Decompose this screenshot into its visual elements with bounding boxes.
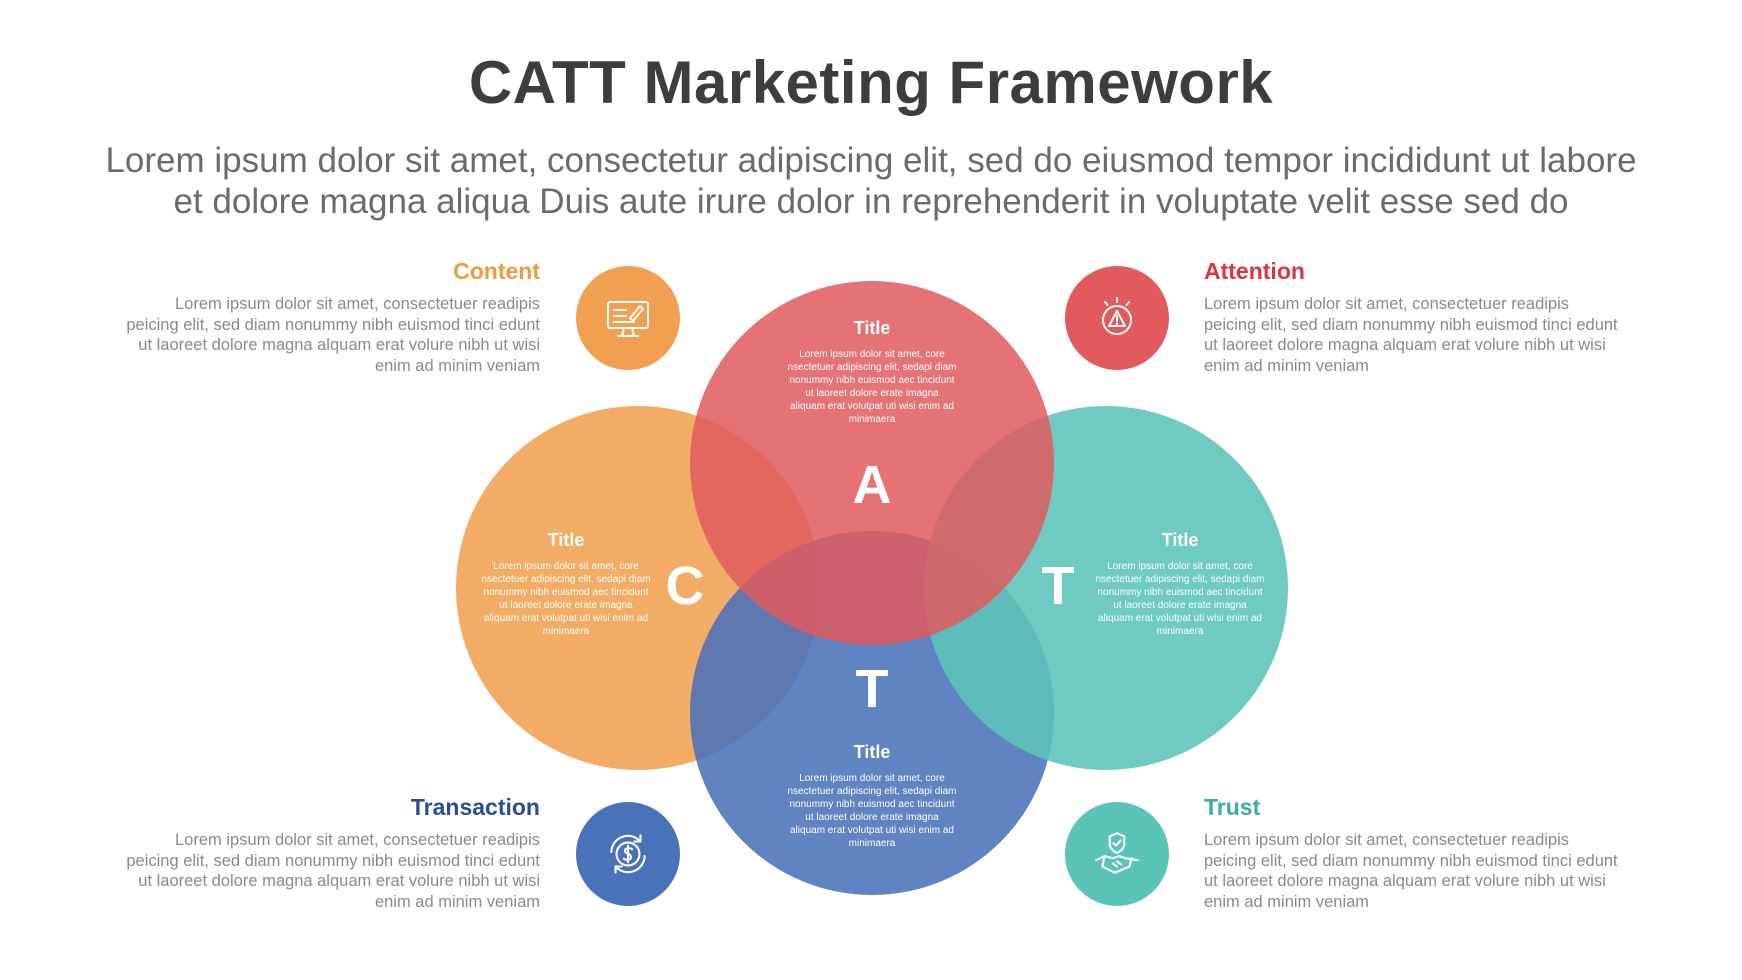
handshake-shield-icon bbox=[1095, 832, 1139, 874]
venn-transaction-letter: T bbox=[855, 659, 889, 719]
transaction-description: Lorem ipsum dolor sit amet, consectetuer… bbox=[126, 831, 540, 911]
computer-design-icon bbox=[607, 301, 649, 337]
venn-attention-text: Lorem ipsum dolor sit amet, core nsectet… bbox=[787, 349, 957, 425]
content-icon-badge bbox=[576, 266, 680, 370]
subtitle-line: et dolore magna aliqua Duis aute irure d… bbox=[173, 182, 1569, 221]
trust-description: Lorem ipsum dolor sit amet, consectetuer… bbox=[1204, 831, 1618, 911]
venn-transaction-text: Lorem ipsum dolor sit amet, core nsectet… bbox=[787, 773, 957, 849]
transaction-icon-badge bbox=[576, 802, 680, 906]
venn-content-letter: C bbox=[665, 556, 705, 616]
venn-attention-letter: A bbox=[852, 455, 892, 515]
venn-content-text: Lorem ipsum dolor sit amet, core nsectet… bbox=[481, 561, 651, 637]
attention-description: Lorem ipsum dolor sit amet, consectetuer… bbox=[1204, 295, 1618, 375]
page-title: CATT Marketing Framework bbox=[468, 49, 1274, 116]
content-title: Content bbox=[453, 258, 540, 284]
dollar-exchange-icon bbox=[610, 834, 646, 874]
warning-alert-icon bbox=[1102, 297, 1132, 335]
trust-title: Trust bbox=[1204, 794, 1261, 820]
venn-transaction-title: Title bbox=[853, 742, 891, 762]
attention-title: Attention bbox=[1204, 258, 1305, 284]
subtitle-line: Lorem ipsum dolor sit amet, consectetur … bbox=[105, 141, 1637, 180]
venn-trust-text: Lorem ipsum dolor sit amet, core nsectet… bbox=[1095, 561, 1265, 637]
transaction-title: Transaction bbox=[410, 794, 540, 820]
trust-icon-badge bbox=[1065, 802, 1169, 906]
attention-icon-badge bbox=[1065, 266, 1169, 370]
venn-attention-title: Title bbox=[853, 318, 891, 338]
venn-trust-title: Title bbox=[1161, 530, 1199, 550]
venn-circle-attention bbox=[690, 281, 1054, 645]
venn-content-title: Title bbox=[547, 530, 585, 550]
venn-trust-letter: T bbox=[1041, 556, 1075, 616]
page-subtitle: Lorem ipsum dolor sit amet, consectetur … bbox=[70, 140, 1672, 222]
content-description: Lorem ipsum dolor sit amet, consectetuer… bbox=[126, 295, 540, 375]
